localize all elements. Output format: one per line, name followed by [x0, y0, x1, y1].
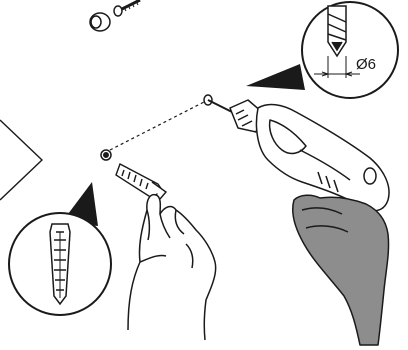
glove-icon — [292, 194, 390, 346]
panel-edge — [0, 119, 44, 201]
drill-bit-detail-callout: Ø6 — [246, 1, 399, 99]
wall-plug-icon — [115, 163, 168, 200]
wall-plug-detail-callout — [8, 182, 112, 316]
drill-hole-marks — [100, 94, 213, 161]
drill-icon — [207, 99, 390, 212]
drill-bit-diameter-label: Ø6 — [356, 56, 376, 73]
wall-plug-closeup-icon — [49, 223, 71, 306]
screw-and-cap-icon — [89, 0, 141, 32]
hand-icon — [127, 193, 217, 341]
